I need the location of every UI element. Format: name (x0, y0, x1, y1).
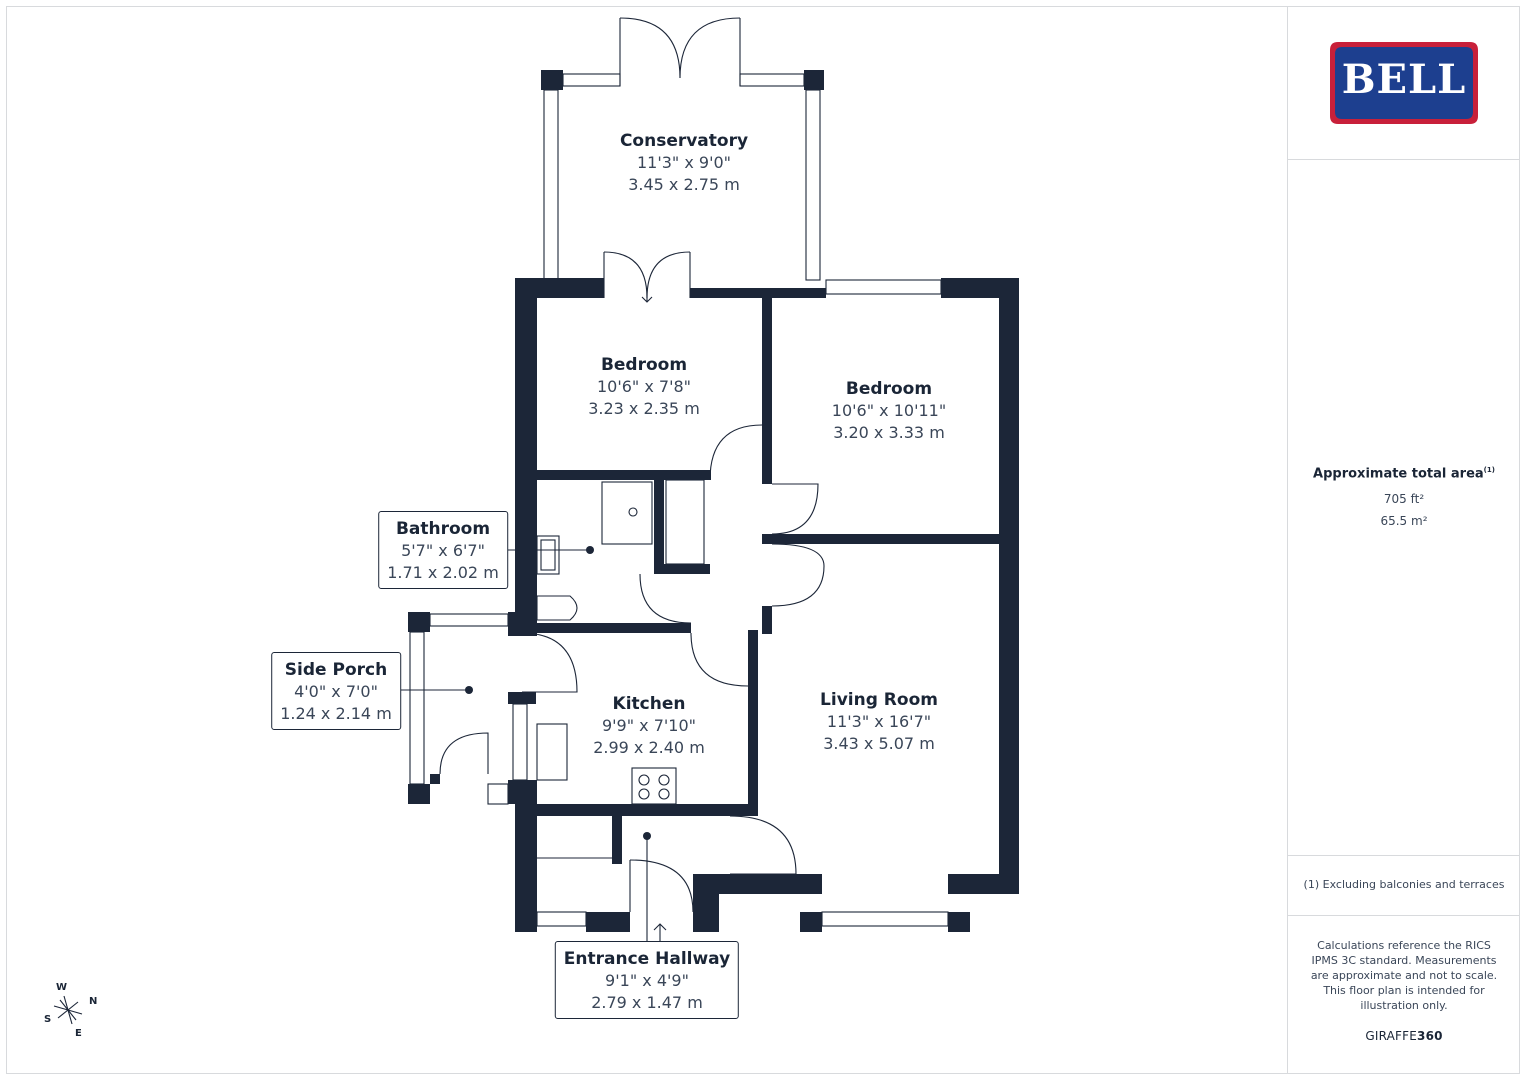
room-bedroom-1: Bedroom 10'6" x 7'8" 3.23 x 2.35 m (588, 354, 700, 420)
room-imperial: 5'7" x 6'7" (401, 541, 485, 560)
room-bathroom: Bathroom 5'7" x 6'7" 1.71 x 2.02 m (378, 511, 508, 589)
room-metric: 3.45 x 2.75 m (628, 175, 740, 194)
room-kitchen: Kitchen 9'9" x 7'10" 2.99 x 2.40 m (593, 693, 705, 759)
room-conservatory: Conservatory 11'3" x 9'0" 3.45 x 2.75 m (620, 130, 748, 196)
compass-s: S (44, 1014, 52, 1025)
disclaimer: Calculations reference the RICS IPMS 3C … (1310, 939, 1498, 1012)
fixtures (536, 479, 705, 859)
room-imperial: 9'9" x 7'10" (601, 716, 697, 735)
room-imperial: 4'0" x 7'0" (294, 682, 378, 701)
room-metric: 3.43 x 5.07 m (823, 734, 935, 753)
room-name: Bedroom (845, 379, 933, 399)
provider-suffix: 360 (1417, 1029, 1443, 1043)
sidebar-rule-disclaimer (1288, 915, 1520, 916)
room-name: Living Room (820, 690, 938, 710)
area-note-marker: (1) (1483, 466, 1495, 474)
sidebar-divider (1287, 6, 1288, 1074)
room-name: Kitchen (612, 694, 686, 714)
room-metric: 1.24 x 2.14 m (280, 704, 392, 723)
room-living-room: Living Room 11'3" x 16'7" 3.43 x 5.07 m (820, 689, 938, 755)
area-sqft: 705 ft² (1383, 492, 1425, 506)
room-metric: 2.79 x 1.47 m (591, 993, 703, 1012)
footnote: (1) Excluding balconies and terraces (1303, 878, 1505, 891)
drawing-frame (6, 6, 1520, 1074)
room-imperial: 9'1" x 4'9" (605, 971, 689, 990)
sidebar-rule-footnote (1288, 855, 1520, 856)
room-name: Bedroom (600, 355, 688, 375)
area-title-text: Approximate total area (1313, 466, 1484, 482)
compass-n: N (89, 996, 98, 1007)
room-entrance-hallway: Entrance Hallway 9'1" x 4'9" 2.79 x 1.47… (554, 941, 740, 1019)
sidebar-rule-top (1288, 159, 1520, 160)
room-metric: 3.23 x 2.35 m (588, 399, 700, 418)
room-name: Conservatory (619, 131, 749, 151)
compass-e: E (75, 1028, 82, 1039)
room-imperial: 10'6" x 10'11" (831, 401, 947, 420)
room-name: Entrance Hallway (563, 949, 731, 969)
conservatory-structure (541, 17, 824, 281)
area-sqm: 65.5 m² (1380, 514, 1428, 528)
room-side-porch: Side Porch 4'0" x 7'0" 1.24 x 2.14 m (271, 652, 401, 730)
logo-text: BELL (1341, 56, 1467, 103)
bell-logo (1330, 42, 1478, 124)
room-metric: 2.99 x 2.40 m (593, 738, 705, 757)
room-imperial: 11'3" x 9'0" (636, 153, 732, 172)
room-imperial: 10'6" x 7'8" (596, 377, 692, 396)
room-name: Bathroom (395, 519, 491, 539)
floor-plan (53, 17, 1019, 1025)
provider-credit: GIRAFFE360 (1288, 1029, 1520, 1043)
provider-prefix: GIRAFFE (1365, 1029, 1418, 1043)
room-metric: 3.20 x 3.33 m (833, 423, 945, 442)
area-title: Approximate total area(1) (1288, 466, 1520, 481)
walls (408, 278, 1019, 932)
compass-w: W (56, 982, 68, 993)
room-imperial: 11'3" x 16'7" (826, 712, 932, 731)
room-bedroom-2: Bedroom 10'6" x 10'11" 3.20 x 3.33 m (832, 378, 946, 444)
room-name: Side Porch (284, 660, 388, 680)
room-metric: 1.71 x 2.02 m (387, 563, 499, 582)
door-swings (439, 251, 825, 944)
compass-rose (53, 995, 83, 1025)
label-leaders (398, 546, 651, 942)
